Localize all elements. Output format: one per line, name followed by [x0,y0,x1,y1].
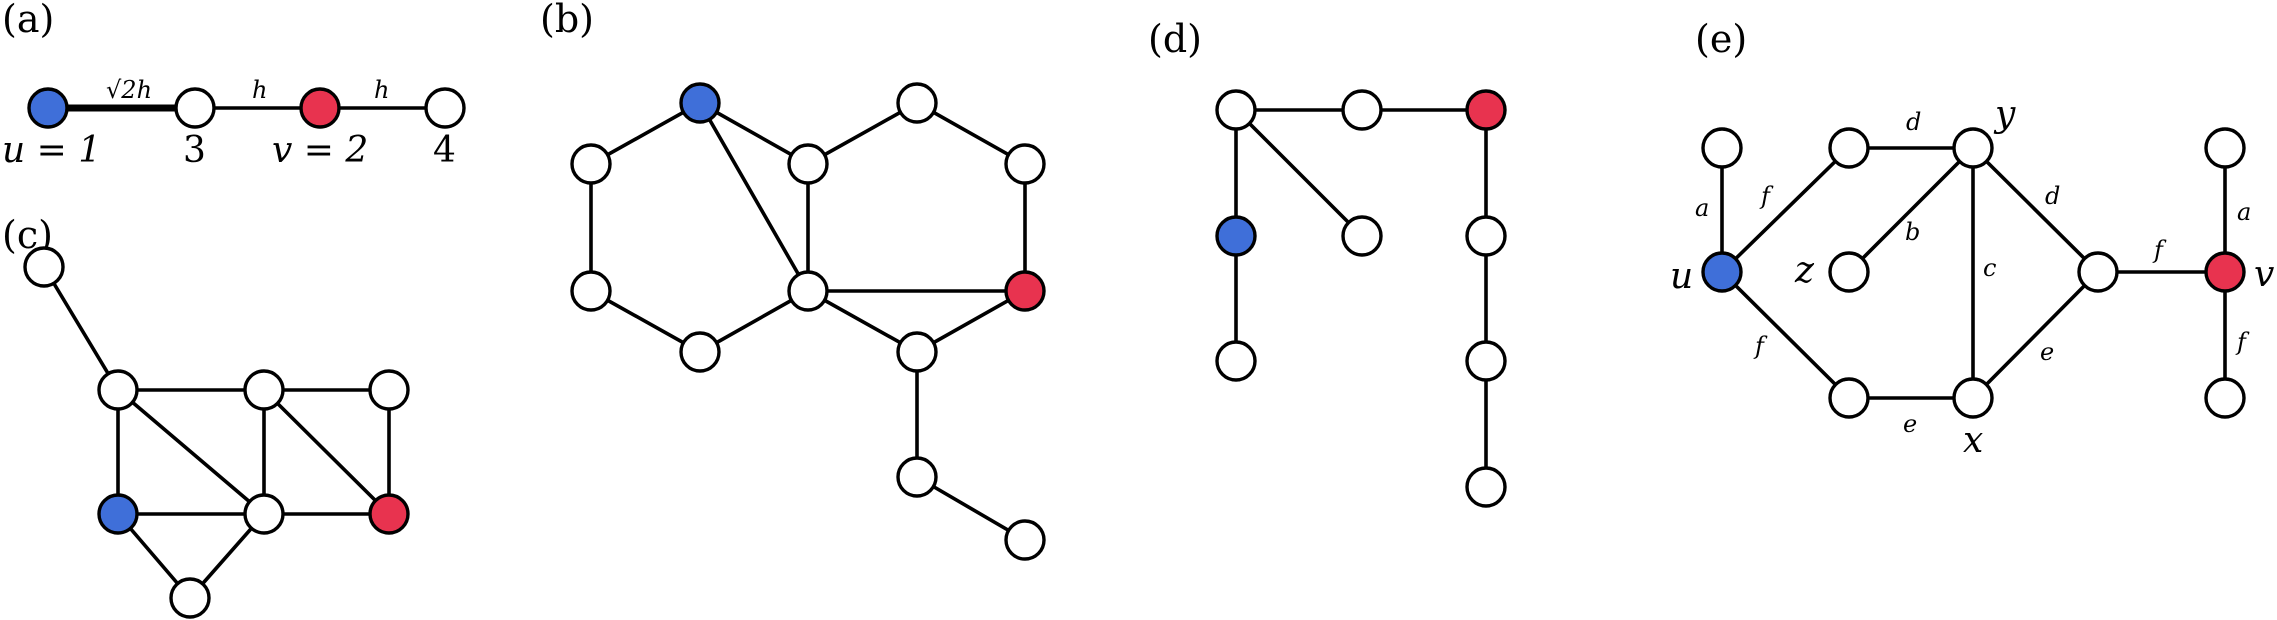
edge-e-e2 [1971,270,2100,400]
node-d [1465,340,1507,382]
edge-label-e-a1: a [1695,194,1709,222]
node-b-u [679,82,721,124]
node-c-u [97,493,139,535]
node-e [2204,377,2246,419]
edge-label-e-e1: e [1903,410,1917,438]
edge-label-e-a2: a [2237,198,2251,226]
node-d [1215,89,1257,131]
node-b [1004,519,1046,561]
node-e [2077,251,2119,293]
edge-b [806,101,919,166]
node-e-u [1701,251,1743,293]
node-e-z [1828,251,1870,293]
edge-label-a-h1: h [252,76,267,104]
node-c-v [368,493,410,535]
node-label-e-u: u [1670,256,1693,297]
node-b [1004,143,1046,185]
node-c [243,493,285,535]
node-d [1341,215,1383,257]
panel-d-label: (d) [1148,17,1202,61]
node-b-v [1004,270,1046,312]
node-b [570,143,612,185]
edge-c [116,388,266,516]
edge-label-a-h2: h [374,76,389,104]
node-d-v [1465,89,1507,131]
node-label-e-z: z [1794,250,1815,291]
node-e [1701,127,1743,169]
node-d [1215,340,1257,382]
panel-c: (c) [2,213,410,619]
node-c [243,369,285,411]
node-d-u [1215,215,1257,257]
edge-label-e-f2: f [2152,236,2167,264]
edge-c [42,265,120,392]
edge-label-a-sqrt2h: √2h [106,76,152,104]
node-d [1341,89,1383,131]
edge-b [806,289,919,354]
node-b [896,82,938,124]
node-b [896,456,938,498]
edge-b [915,475,1027,542]
node-label-a-4: 4 [433,130,456,171]
panel-e: (e) a f d b c d f f e e a f u [1670,17,2274,461]
node-a-3 [174,87,216,129]
node-b [787,143,829,185]
edge-label-e-b: b [1905,218,1920,246]
panel-d: (d) [1148,17,1507,508]
node-label-a-3: 3 [183,130,206,171]
node-a-u [27,87,69,129]
node-a-4 [424,87,466,129]
edge-c [262,388,391,516]
node-a-v [299,87,341,129]
panel-a: (a) √2h h h u = 1 3 v = 2 4 [2,0,466,171]
edge-label-e-f1: f [1759,182,1774,210]
edge-e-f3 [1720,270,1851,400]
edge-e-f1 [1720,146,1851,274]
edge-label-e-f3: f [1753,332,1768,360]
edge-d [1234,108,1364,238]
panel-b: (b) [540,0,1046,561]
node-c [368,369,410,411]
node-b [787,270,829,312]
node-c [97,369,139,411]
node-e [1828,127,1870,169]
node-d [1465,215,1507,257]
node-label-e-v: v [2254,254,2274,295]
edge-label-e-c: c [1983,254,1996,282]
panel-a-label: (a) [2,0,54,41]
node-label-e-x: x [1963,420,1983,461]
node-c [23,246,65,288]
node-label-a-u: u = 1 [2,130,101,171]
panel-e-label: (e) [1695,17,1747,61]
node-label-a-v: v = 2 [272,130,368,171]
edge-label-e-f4: f [2235,328,2250,356]
edge-label-e-e2: e [2040,338,2054,366]
node-label-e-y: y [1993,94,2016,135]
node-e-v [2204,251,2246,293]
edge-b [589,289,702,354]
node-e-x [1952,377,1994,419]
node-e [1828,377,1870,419]
node-b [570,270,612,312]
edge-b [589,101,702,166]
edge-e-d2 [1971,146,2100,274]
node-b [896,331,938,373]
node-e [2204,127,2246,169]
edge-b [698,101,810,293]
edge-e-b [1847,146,1975,274]
edge-label-e-d2: d [2045,182,2060,210]
node-d [1465,466,1507,508]
edge-label-e-d1: d [1906,108,1921,136]
node-c [169,577,211,619]
node-e-y [1952,127,1994,169]
node-b [679,331,721,373]
panel-b-label: (b) [540,0,594,41]
